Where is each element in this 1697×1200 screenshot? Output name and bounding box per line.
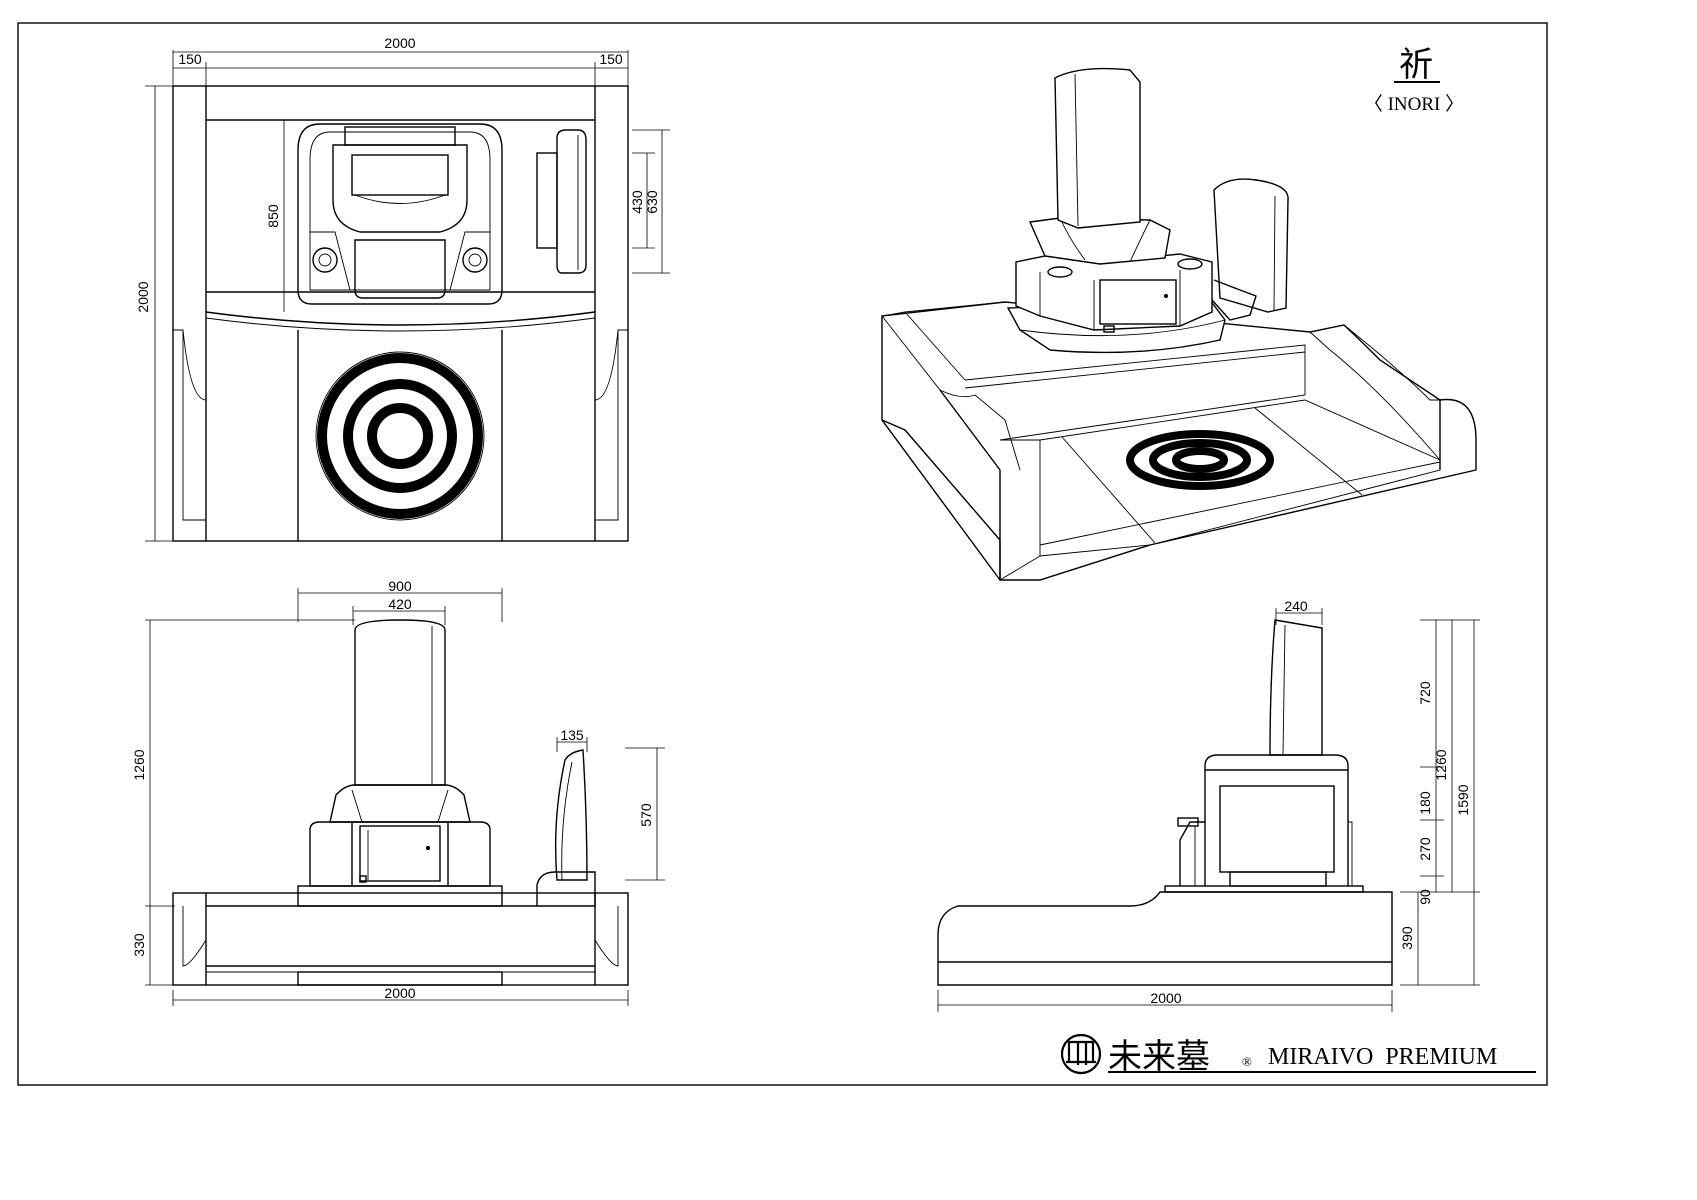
brand-name-en: MIRAIVO PREMIUM <box>1268 1044 1497 1070</box>
side-dim-overall-depth: 2000 <box>1150 990 1181 1006</box>
front-dim-side-stele-height: 570 <box>638 803 654 827</box>
side-dim-270: 270 <box>1417 837 1433 861</box>
plan-dim-depth: 2000 <box>135 281 151 312</box>
front-dim-side-stele-width: 135 <box>560 727 584 743</box>
plan-dim-stele-inner: 430 <box>629 190 645 214</box>
title-block: 祈 〈 INORI 〉 <box>1364 47 1464 115</box>
side-dim-1590: 1590 <box>1455 784 1471 815</box>
plan-monument <box>297 123 503 305</box>
sheet-border <box>17 22 1548 1086</box>
plan-dim-width: 2000 <box>384 35 415 51</box>
side-elevation: 240 720 180 270 90 1260 1590 390 <box>937 598 1480 1012</box>
plan-dim-monument-depth: 850 <box>265 204 281 228</box>
plan-dim-right-margin: 150 <box>599 51 623 67</box>
front-dim-foundation-height: 330 <box>131 933 147 957</box>
front-elevation: 900 420 135 1260 330 570 <box>131 578 665 1006</box>
brand-logo-icon <box>1060 1033 1102 1075</box>
front-dim-base-width: 900 <box>388 578 412 594</box>
side-dim-180: 180 <box>1417 791 1433 815</box>
plan-dim-stele-outer: 630 <box>644 190 660 214</box>
plan-view: 2000 150 150 2000 <box>135 35 670 542</box>
perspective-ring-emblem <box>1126 430 1274 490</box>
plan-ring-emblem <box>315 351 485 521</box>
side-dim-1260: 1260 <box>1433 749 1449 780</box>
front-dim-monument-width: 420 <box>388 596 412 612</box>
brand-name-jp: 未来墓 <box>1108 1038 1210 1076</box>
front-dim-monument-height: 1260 <box>131 749 147 780</box>
title-romaji: 〈 INORI 〉 <box>1364 93 1464 115</box>
brand-block: 未来墓 ® MIRAIVO PREMIUM <box>1060 1033 1536 1076</box>
title-kanji: 祈 <box>1399 47 1433 84</box>
side-dim-720: 720 <box>1417 681 1433 705</box>
perspective-view <box>881 67 1477 581</box>
side-dim-thickness: 240 <box>1284 598 1308 614</box>
plan-side-stele <box>536 129 587 274</box>
drawing-sheet: 祈 〈 INORI 〉 2000 150 150 2000 <box>17 22 1548 1086</box>
side-dim-90: 90 <box>1417 889 1433 905</box>
side-dim-390: 390 <box>1399 926 1415 950</box>
front-dim-overall-width: 2000 <box>384 985 415 1001</box>
brand-registered-mark: ® <box>1242 1054 1252 1069</box>
plan-dim-left-margin: 150 <box>178 51 202 67</box>
